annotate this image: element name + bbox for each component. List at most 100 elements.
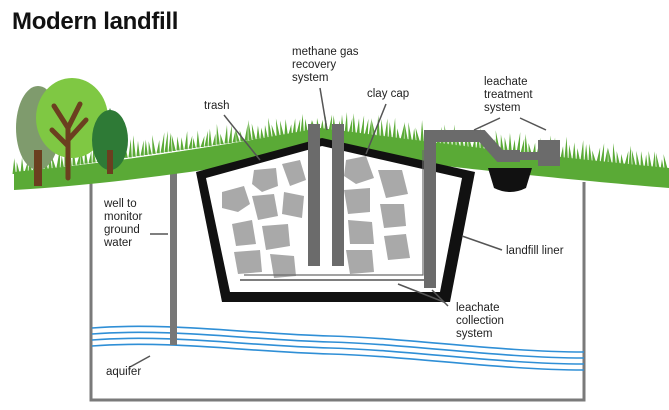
grass-blade (420, 120, 424, 142)
liner-leader-line (461, 235, 503, 251)
grass-blade (12, 158, 16, 174)
well-label-line: well to (104, 198, 137, 210)
methane-label-line: recovery (292, 59, 337, 71)
grass-blade (655, 152, 660, 169)
aquifer-leader-line (129, 355, 151, 368)
grass-blade (380, 119, 384, 138)
grass-blade (516, 132, 521, 153)
trash-label: trash (204, 100, 230, 112)
treatment-tank (538, 140, 560, 166)
well-label-line: monitor (104, 211, 143, 223)
grass-blade (164, 131, 168, 153)
grass-blade (412, 128, 416, 141)
grass-blade (20, 157, 24, 173)
collection-leader-2 (431, 289, 449, 307)
grass-blade (136, 140, 140, 157)
grass-blade (51, 156, 56, 169)
grass-blade (192, 138, 196, 149)
methane-label-line: system (292, 72, 329, 84)
grass-blade (180, 137, 184, 150)
grass-blade (512, 139, 516, 153)
trash-pieces (222, 156, 410, 278)
grass-blade (171, 134, 176, 151)
grass-blade (144, 139, 148, 156)
grass-blade (251, 123, 256, 140)
grass-blade (648, 150, 652, 168)
grass-blade (384, 118, 388, 138)
grass-blade (152, 134, 156, 154)
grass-blade (76, 152, 81, 165)
grass-blade (356, 118, 360, 135)
grass-blade (631, 149, 636, 166)
grass-blade (88, 151, 92, 164)
grass-blade (264, 125, 268, 138)
grass-blade (256, 125, 260, 139)
trees (16, 78, 128, 186)
grass-blade (644, 154, 648, 168)
treatment-basin (488, 168, 532, 192)
grass-blade (524, 133, 528, 154)
grass-blade (584, 144, 588, 161)
grass-blade (612, 143, 616, 164)
grass-blade (235, 129, 240, 142)
methane-label-line: methane gas (292, 46, 359, 58)
grass-blade (404, 121, 408, 140)
grass-blade (500, 134, 504, 151)
leachate-collection-pipe-inner (244, 150, 424, 276)
grass-blade (188, 135, 193, 149)
grass-blade (360, 115, 365, 135)
grass-blade (204, 130, 208, 147)
well-label-line: water (104, 237, 133, 249)
leachate-treatment-label: leachate treatment system (484, 76, 533, 115)
methane-pipe-right (332, 124, 344, 266)
aquifer-water-lines (91, 325, 585, 371)
grass-blade (624, 150, 629, 166)
page-title: Modern landfill (12, 8, 179, 35)
grass-blade (156, 140, 160, 154)
clay-cap-leader-line (365, 103, 387, 155)
grass-blade (568, 144, 572, 159)
grass-blade (292, 118, 296, 134)
grass-blade (200, 135, 205, 147)
leachate-transfer-pipe (424, 130, 520, 162)
grass-blade (232, 129, 236, 143)
leachate-treatment-line: leachate (484, 76, 528, 88)
grass-blade (328, 114, 333, 132)
leachate-treatment-line: system (484, 102, 521, 114)
grass-blade (576, 148, 580, 160)
grass-blade (508, 132, 512, 152)
grass-blade (400, 123, 405, 140)
grass-blade (663, 154, 668, 170)
grass-blade (260, 127, 264, 139)
grass-blade (16, 162, 20, 174)
grass-blade (128, 139, 132, 158)
grass-blade (244, 124, 248, 141)
grass-blade (396, 128, 400, 139)
methane-label: methane gas recovery system (292, 46, 359, 85)
grass-blade (528, 143, 532, 155)
grass-blade (268, 117, 272, 138)
grass-blade (592, 150, 596, 162)
grass-blade (560, 146, 564, 158)
grass-blade (368, 118, 372, 136)
grass-blade (168, 132, 172, 152)
grass-blade (607, 147, 612, 164)
grass-blade (564, 136, 568, 159)
grass-blade (504, 137, 508, 152)
treatment-leader-right (519, 117, 547, 131)
grass-blade (160, 132, 165, 153)
grass-blade (616, 151, 620, 165)
grass-blade (376, 114, 380, 137)
grass-blade (532, 142, 536, 155)
grass-blade (660, 159, 664, 170)
grass-blade (596, 147, 601, 162)
grass-blade (132, 135, 136, 157)
methane-pipe-left (308, 124, 320, 266)
grass-blade (184, 131, 188, 150)
grass-blade (620, 154, 624, 165)
grass-blade (640, 151, 644, 167)
well-label: well to monitor ground water (104, 198, 142, 250)
grass-blade (604, 147, 608, 163)
leachate-collection-label: leachate collection system (456, 302, 504, 341)
grass-blade (92, 148, 96, 163)
